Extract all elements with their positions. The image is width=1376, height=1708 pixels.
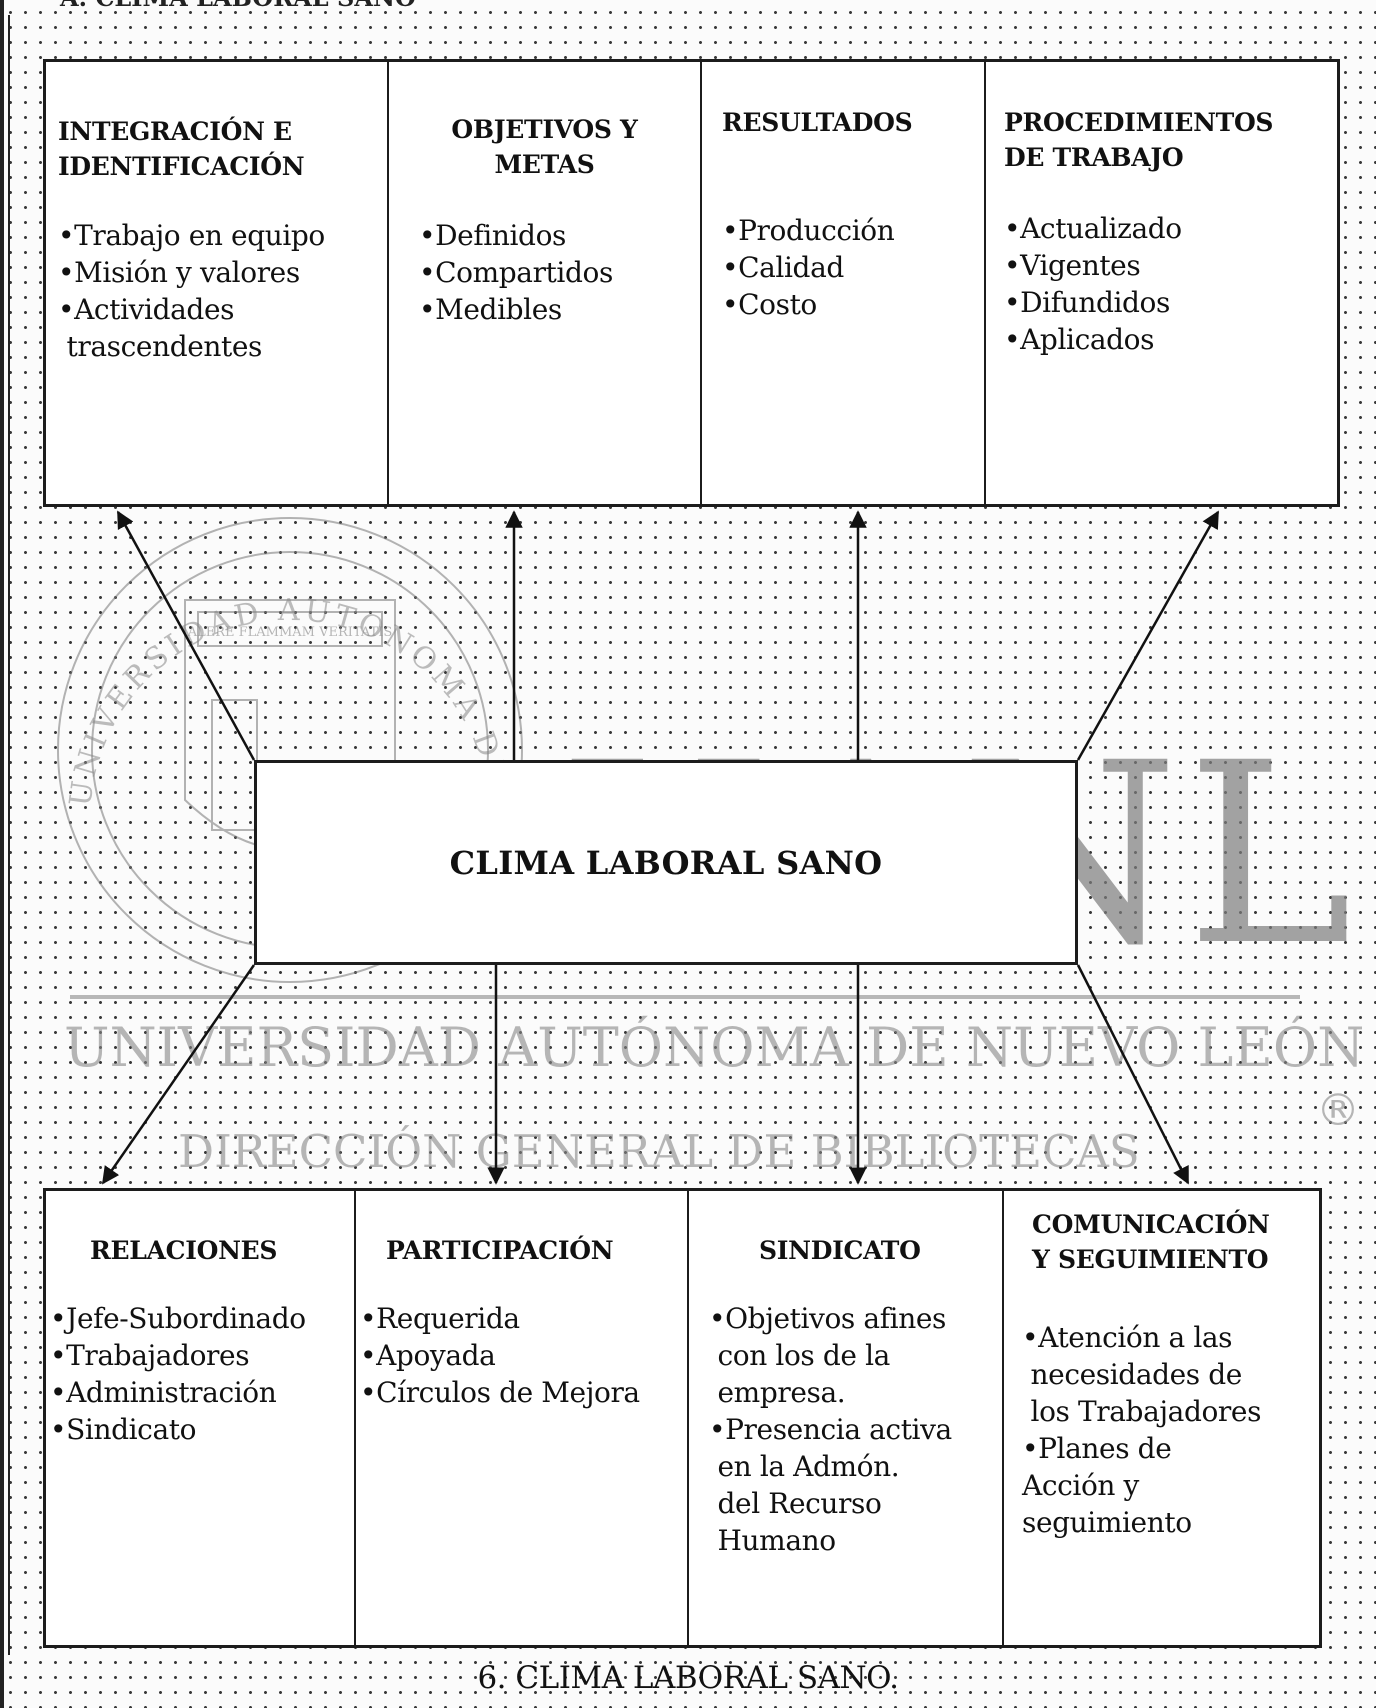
list-item: •Aplicados xyxy=(1004,323,1155,356)
box-integracion: INTEGRACIÓN E IDENTIFICACIÓN •Trabajo en… xyxy=(46,62,389,504)
header-fragment-text: A. CLIMA LABORAL SANO xyxy=(60,0,416,9)
scan-left-edge xyxy=(0,0,4,1708)
list-item: •Trabajo en equipo xyxy=(58,219,325,252)
box-title: PARTICIPACIÓN xyxy=(386,1236,614,1265)
box-sindicato: SINDICATO •Objetivos afines con los de l… xyxy=(689,1191,1004,1645)
watermark-registered: ® xyxy=(1316,1085,1360,1136)
list-item: •Actualizado xyxy=(1004,212,1182,245)
list-item: •Misión y valores xyxy=(58,256,300,289)
list-item: •Círculos de Mejora xyxy=(360,1376,640,1409)
watermark-library: DIRECCIÓN GENERAL DE BIBLIOTECAS xyxy=(178,1125,1140,1178)
list-item: •Difundidos xyxy=(1004,286,1170,319)
box-relaciones: RELACIONES •Jefe-Subordinado •Trabajador… xyxy=(46,1191,356,1645)
box-items: •Requerida •Apoyada •Círculos de Mejora xyxy=(360,1300,681,1411)
box-title: PROCEDIMIENTOS DE TRABAJO xyxy=(1004,108,1274,172)
box-title: COMUNICACIÓN Y SEGUIMIENTO xyxy=(1032,1210,1270,1274)
box-items: •Atención a las necesidades de los Traba… xyxy=(1022,1319,1313,1541)
scan-edge-line xyxy=(8,15,10,1655)
box-items: •Objetivos afines con los de la empresa.… xyxy=(709,1300,996,1559)
list-item: •Actividades trascendentes xyxy=(58,293,263,363)
arrow-to-relaciones xyxy=(101,964,256,1185)
figure-caption: 6. CLIMA LABORAL SANO. xyxy=(477,1660,899,1696)
box-procedimientos: PROCEDIMIENTOS DE TRABAJO •Actualizado •… xyxy=(986,62,1337,504)
list-item: •Presencia activa en la Admón. del Recur… xyxy=(709,1413,952,1557)
list-item: •Apoyada xyxy=(360,1339,496,1372)
list-item: •Vigentes xyxy=(1004,249,1141,282)
list-item: •Requerida xyxy=(360,1302,520,1335)
box-items: •Trabajo en equipo •Misión y valores •Ac… xyxy=(58,217,381,365)
box-participacion: PARTICIPACIÓN •Requerida •Apoyada •Círcu… xyxy=(356,1191,689,1645)
box-items: •Producción •Calidad •Costo xyxy=(722,212,978,323)
list-item: •Medibles xyxy=(419,293,562,326)
watermark-rule xyxy=(70,995,1300,999)
box-title: RELACIONES xyxy=(90,1236,278,1265)
box-items: •Jefe-Subordinado •Trabajadores •Adminis… xyxy=(50,1300,348,1448)
box-items: •Actualizado •Vigentes •Difundidos •Apli… xyxy=(1004,210,1331,358)
box-title: OBJETIVOS Y METAS xyxy=(451,115,638,179)
list-item: •Sindicato xyxy=(50,1413,197,1446)
center-box: CLIMA LABORAL SANO xyxy=(254,760,1078,965)
list-item: •Atención a las necesidades de los Traba… xyxy=(1022,1321,1262,1428)
list-item: •Trabajadores xyxy=(50,1339,250,1372)
list-item: •Costo xyxy=(722,288,817,321)
box-title: RESULTADOS xyxy=(722,108,913,137)
header-fragment: A. CLIMA LABORAL SANO xyxy=(0,0,1376,9)
arrow-to-integracion xyxy=(116,510,256,761)
box-title: INTEGRACIÓN E IDENTIFICACIÓN xyxy=(58,117,305,181)
list-item: •Planes de Acción y seguimiento xyxy=(1022,1432,1192,1539)
top-row: INTEGRACIÓN E IDENTIFICACIÓN •Trabajo en… xyxy=(43,59,1340,507)
list-item: •Jefe-Subordinado xyxy=(50,1302,306,1335)
box-objetivos: OBJETIVOS Y METAS •Definidos •Compartido… xyxy=(389,62,702,504)
center-label: CLIMA LABORAL SANO xyxy=(449,843,883,882)
watermark-university: UNIVERSIDAD AUTÓNOMA DE NUEVO LEÓN xyxy=(64,1016,1365,1079)
list-item: •Definidos xyxy=(419,219,566,252)
arrow-to-comunicacion xyxy=(1076,964,1190,1185)
box-comunicacion: COMUNICACIÓN Y SEGUIMIENTO •Atención a l… xyxy=(1004,1191,1319,1645)
list-item: •Producción xyxy=(722,214,895,247)
list-item: •Administración xyxy=(50,1376,277,1409)
arrow-to-procedimientos xyxy=(1076,510,1220,761)
box-title: SINDICATO xyxy=(759,1236,921,1265)
list-item: •Calidad xyxy=(722,251,844,284)
bottom-row: RELACIONES •Jefe-Subordinado •Trabajador… xyxy=(43,1188,1322,1648)
box-resultados: RESULTADOS •Producción •Calidad •Costo xyxy=(702,62,986,504)
list-item: •Objetivos afines con los de la empresa. xyxy=(709,1302,946,1409)
list-item: •Compartidos xyxy=(419,256,613,289)
seal-motto: ALERE FLAMMAM VERITATIS xyxy=(187,625,393,640)
box-items: •Definidos •Compartidos •Medibles xyxy=(419,217,694,328)
